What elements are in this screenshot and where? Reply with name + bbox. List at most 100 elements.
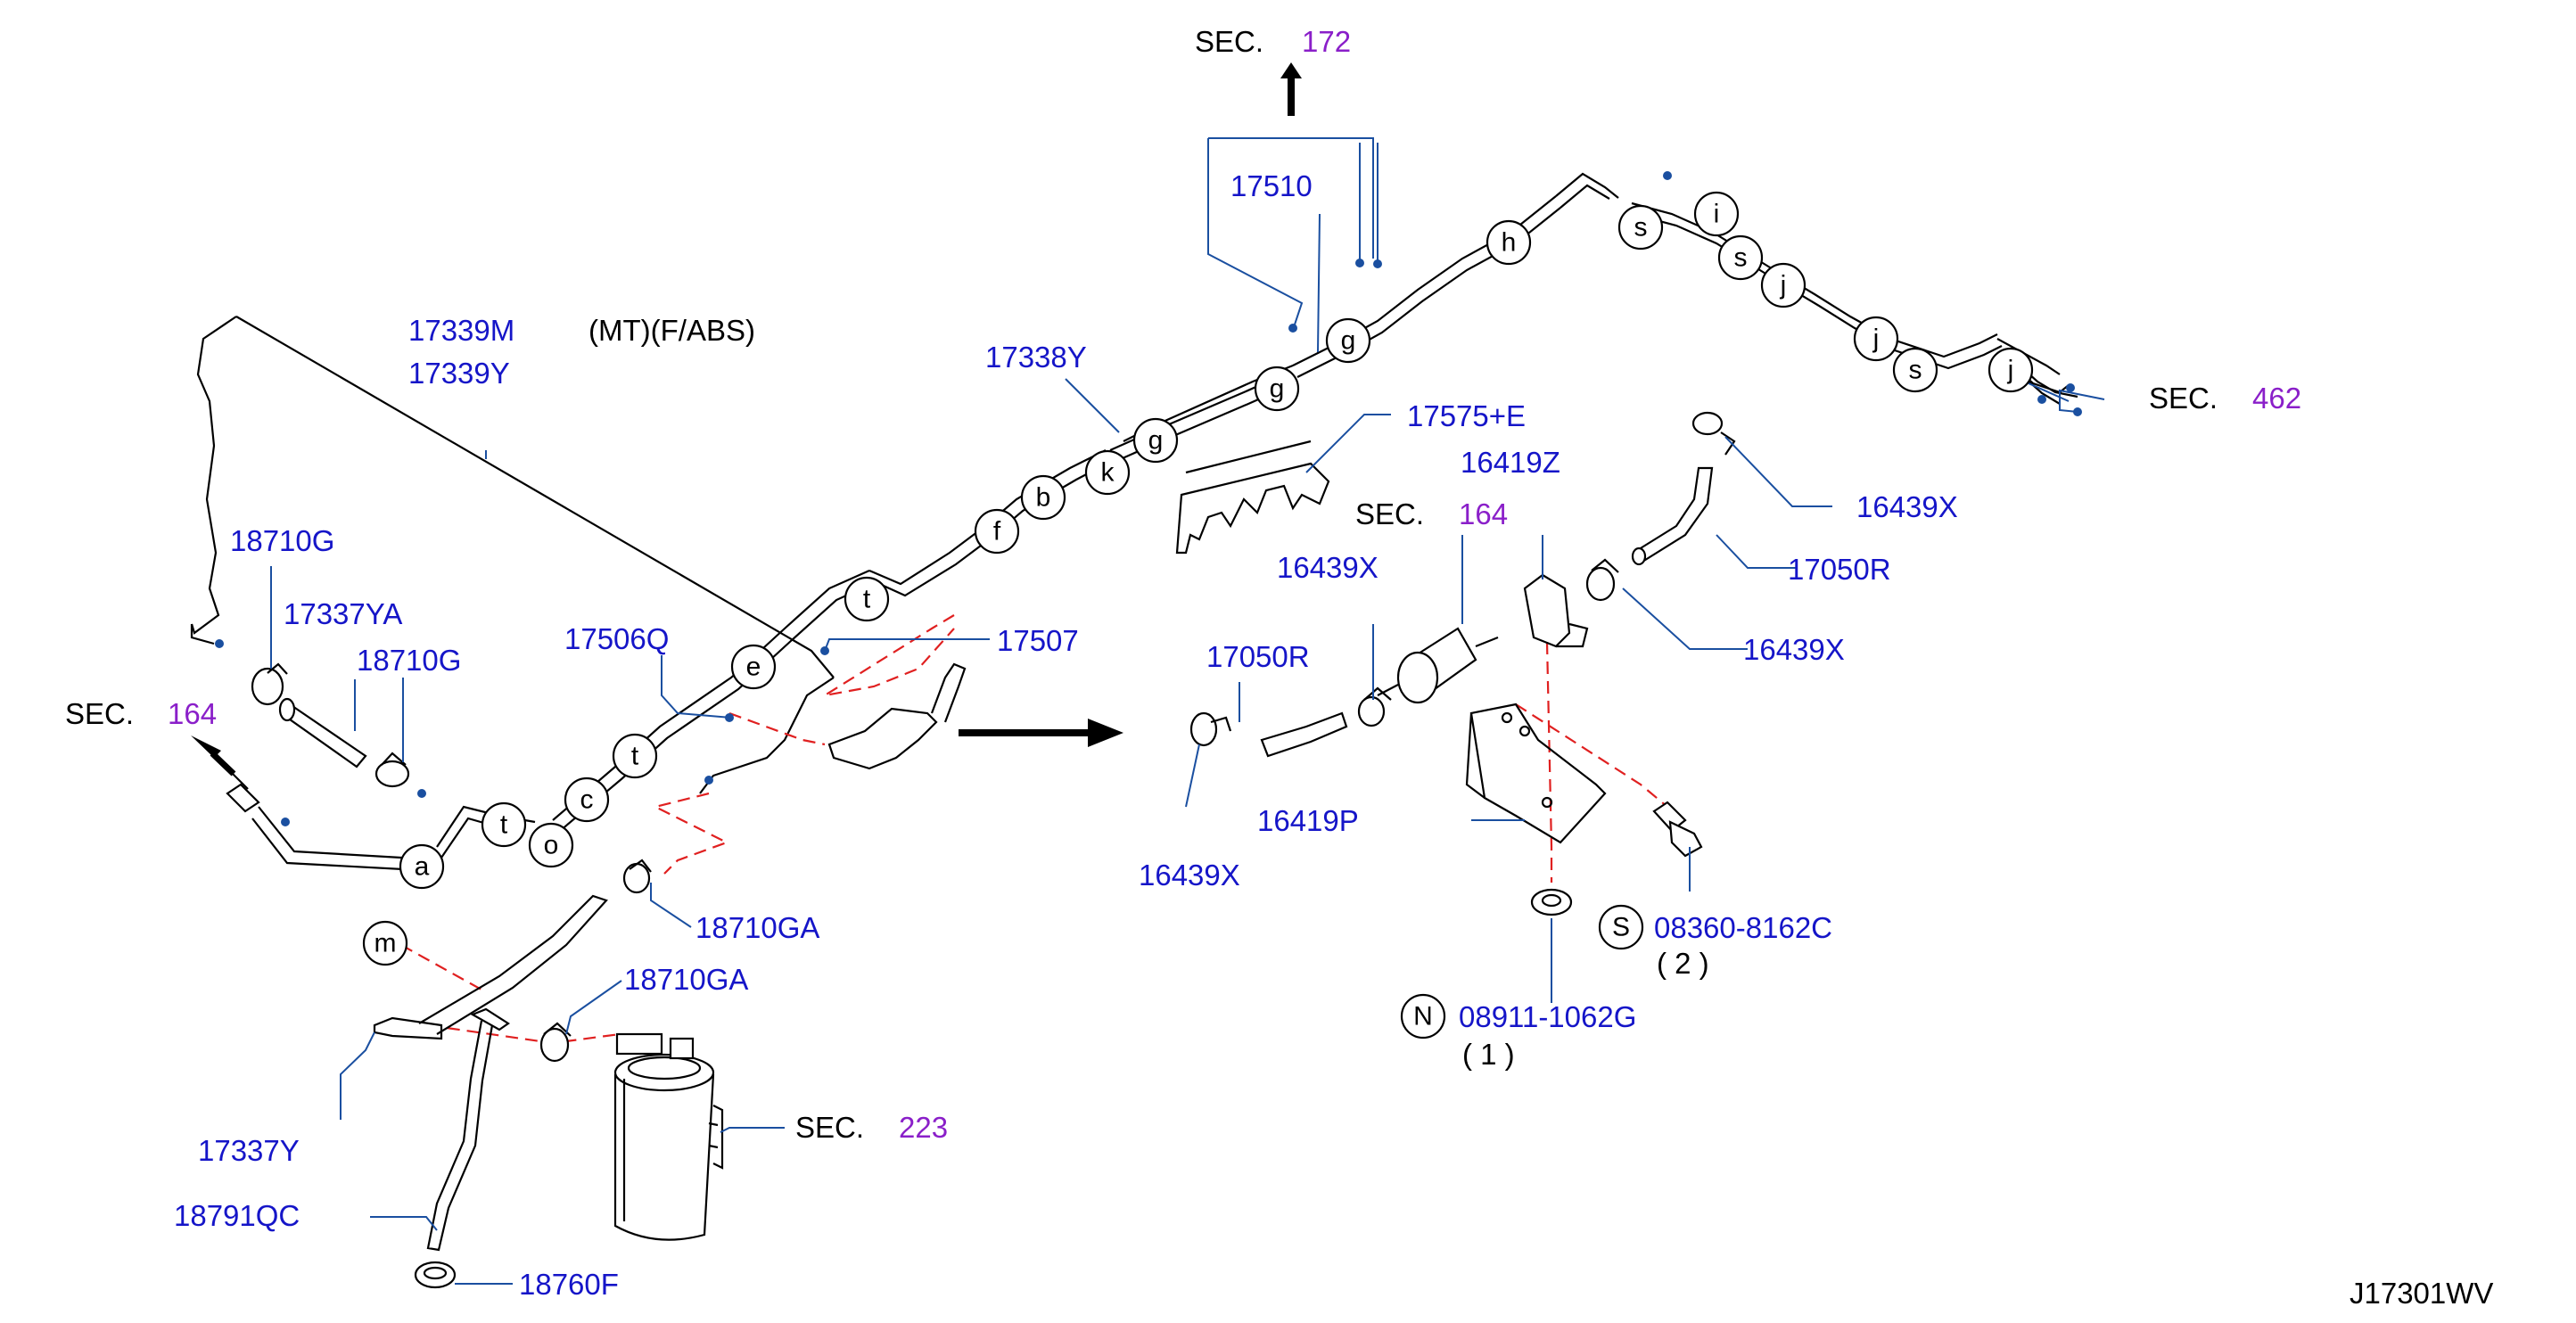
pipe-17507 <box>827 662 967 770</box>
sec-164-left-label: SEC. <box>65 697 134 730</box>
callout-g1: g <box>1132 417 1179 464</box>
callout-f: f <box>974 508 1020 555</box>
svg-text:m: m <box>374 929 397 958</box>
svg-text:c: c <box>580 785 594 815</box>
label-16439X-bottom: 16439X <box>1139 859 1240 892</box>
label-17506Q: 17506Q <box>564 622 669 655</box>
symbol-n-circle: N <box>1400 993 1446 1040</box>
callout-j1: j <box>1760 262 1806 308</box>
callout-h: h <box>1486 219 1532 266</box>
callout-i: i <box>1693 191 1740 237</box>
detail-arrow <box>959 719 1123 747</box>
label-16439X-top: 16439X <box>1856 490 1958 523</box>
svg-text:e: e <box>746 653 761 682</box>
hose-17050R-right <box>1631 466 1714 566</box>
svg-text:s: s <box>1634 213 1648 242</box>
label-08911: 08911-1062G <box>1459 1000 1636 1033</box>
hose-18791QC <box>426 1007 510 1252</box>
svg-text:k: k <box>1101 458 1115 488</box>
sec-164-left-number: 164 <box>168 697 217 730</box>
hose-17337YA <box>278 697 367 768</box>
label-mt-abs: (MT)(F/ABS) <box>588 314 755 347</box>
callout-circles: a t o c t e t f b k g g g h s i s j j s … <box>362 191 2034 1040</box>
sec-223-number: 223 <box>899 1111 948 1144</box>
clamp-18710GA-1 <box>622 859 652 894</box>
fuel-filter <box>1377 627 1499 704</box>
sec-172-label: SEC. <box>1195 25 1263 58</box>
label-17507: 17507 <box>997 624 1079 657</box>
callout-g2: g <box>1254 366 1300 412</box>
svg-text:j: j <box>1780 271 1787 300</box>
canister <box>613 1032 724 1241</box>
svg-text:t: t <box>863 585 871 614</box>
section-references: SEC. 172 SEC. 462 SEC. 164 SEC. 164 SEC.… <box>65 25 2301 1144</box>
callout-s1: s <box>1617 204 1664 251</box>
label-08911-qty: ( 1 ) <box>1462 1038 1515 1071</box>
svg-text:N: N <box>1413 1002 1433 1031</box>
bracket-16419Z <box>1523 573 1589 648</box>
svg-text:h: h <box>1502 228 1517 258</box>
callout-s2: s <box>1717 234 1764 281</box>
label-18760F: 18760F <box>519 1268 619 1301</box>
label-17337Y: 17337Y <box>198 1134 300 1167</box>
label-17575E: 17575+E <box>1407 399 1526 432</box>
arrow-shaft-sec-164-left <box>210 751 236 777</box>
label-16419Z: 16419Z <box>1461 446 1560 479</box>
sec-462-label: SEC. <box>2149 382 2218 415</box>
label-18710GA-1: 18710GA <box>695 911 819 944</box>
callout-j3: j <box>1988 347 2034 393</box>
svg-text:g: g <box>1270 374 1285 404</box>
label-17510: 17510 <box>1230 169 1313 202</box>
bracket-17575E <box>1175 440 1330 555</box>
callout-a: a <box>399 843 445 890</box>
label-16419P: 16419P <box>1257 804 1359 837</box>
svg-text:a: a <box>415 852 430 882</box>
clamp-16439X-bottom <box>1189 711 1232 747</box>
arrow-to-sec-172 <box>1280 62 1302 116</box>
label-18791QC: 18791QC <box>174 1199 300 1232</box>
label-17338Y: 17338Y <box>985 341 1087 374</box>
label-18710GA-2: 18710GA <box>624 963 748 996</box>
callout-b: b <box>1020 474 1066 521</box>
callout-c: c <box>564 777 610 823</box>
clamp-16439X-top <box>1691 411 1736 456</box>
sec-172-number: 172 <box>1302 25 1351 58</box>
callout-j2: j <box>1853 316 1899 362</box>
bolt-08360 <box>1652 801 1703 858</box>
svg-text:s: s <box>1734 243 1748 273</box>
svg-text:s: s <box>1909 356 1922 385</box>
svg-text:t: t <box>500 810 508 840</box>
clamp-18710G-2 <box>374 752 410 788</box>
svg-text:j: j <box>2007 356 2014 385</box>
svg-text:j: j <box>1872 325 1880 354</box>
sec-223-label: SEC. <box>795 1111 864 1144</box>
nut-08911 <box>1530 888 1573 916</box>
callout-t1: t <box>481 801 527 848</box>
diagram-code: J17301WV <box>2350 1277 2493 1310</box>
relationship-lines <box>400 614 1668 1048</box>
filter-18760F <box>414 1261 457 1289</box>
callout-s3: s <box>1892 347 1938 393</box>
svg-text:f: f <box>993 517 1001 546</box>
clamp-18710GA-2 <box>539 1022 572 1063</box>
clamp-18710G-1 <box>251 662 288 706</box>
sec-164-right-label: SEC. <box>1355 497 1424 530</box>
label-17050R-right: 17050R <box>1788 553 1891 586</box>
label-18710G-2: 18710G <box>357 644 461 677</box>
svg-text:t: t <box>631 742 639 771</box>
label-16439X-mid: 16439X <box>1277 551 1379 584</box>
clamp-16439X-right <box>1585 558 1619 602</box>
svg-text:i: i <box>1714 200 1720 229</box>
leader-dots <box>215 171 2082 826</box>
label-08360: 08360-8162C <box>1654 911 1832 944</box>
leader-lines <box>270 137 2105 1285</box>
label-17339M: 17339M <box>408 314 514 347</box>
callout-k: k <box>1084 449 1131 496</box>
part-number-labels: 17510 17339M 17339Y (MT)(F/ABS) 17338Y 1… <box>174 169 1958 1301</box>
svg-text:b: b <box>1036 483 1051 513</box>
sec-164-right-number: 164 <box>1459 497 1508 530</box>
callout-g3: g <box>1325 317 1371 364</box>
callout-t2: t <box>612 733 658 779</box>
bracket-16419P <box>1465 703 1607 844</box>
